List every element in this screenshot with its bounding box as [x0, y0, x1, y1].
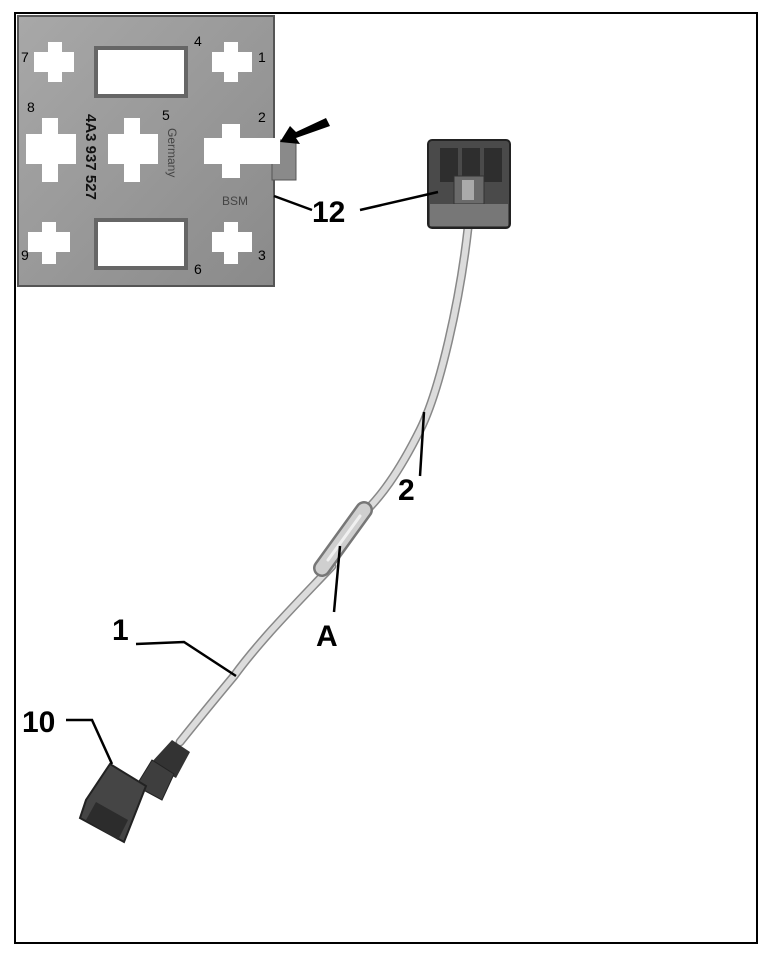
rect-slot-4 [94, 46, 188, 98]
callout-1: 1 [112, 614, 129, 647]
callout-2: 2 [398, 474, 415, 507]
cross-slot-7 [34, 42, 74, 82]
leader-10 [66, 718, 114, 765]
connector-10 [78, 740, 190, 844]
pin-label-2: 2 [258, 109, 266, 125]
cross-slot-5 [108, 118, 158, 182]
cross-slot-2 [204, 124, 280, 178]
callout-a: A [316, 620, 338, 653]
connector-12 [427, 139, 511, 229]
leader-a [332, 545, 342, 613]
pin-label-5: 5 [162, 107, 170, 123]
code-text: BSM [222, 194, 248, 208]
part-number: 4A3 937 527 [82, 114, 99, 200]
rect-slot-6 [94, 218, 188, 270]
splice-sleeve [313, 501, 373, 577]
leader-12-base [273, 194, 313, 212]
leader-2 [418, 411, 426, 477]
leader-1 [135, 640, 237, 678]
pin-label-6: 6 [194, 261, 202, 277]
callout-10: 10 [22, 706, 55, 739]
pin-label-7: 7 [21, 49, 29, 65]
brand-text: Germany [165, 128, 179, 177]
cross-slot-3 [212, 222, 252, 264]
arrow-icon [280, 118, 330, 144]
pin-label-4: 4 [194, 33, 202, 49]
pin-label-8: 8 [27, 99, 35, 115]
cross-slot-9 [28, 222, 70, 264]
leader-lines [66, 190, 439, 765]
pin-label-1: 1 [258, 49, 266, 65]
leader-12-connector [359, 190, 439, 212]
cross-slot-8 [26, 118, 76, 182]
pin-label-3: 3 [258, 247, 266, 263]
cross-slot-1 [212, 42, 252, 82]
callout-12: 12 [312, 196, 345, 229]
relay-base: 7 4 1 8 5 2 9 6 3 4A3 937 527 Germany BS… [17, 15, 330, 287]
pin-label-9: 9 [21, 247, 29, 263]
